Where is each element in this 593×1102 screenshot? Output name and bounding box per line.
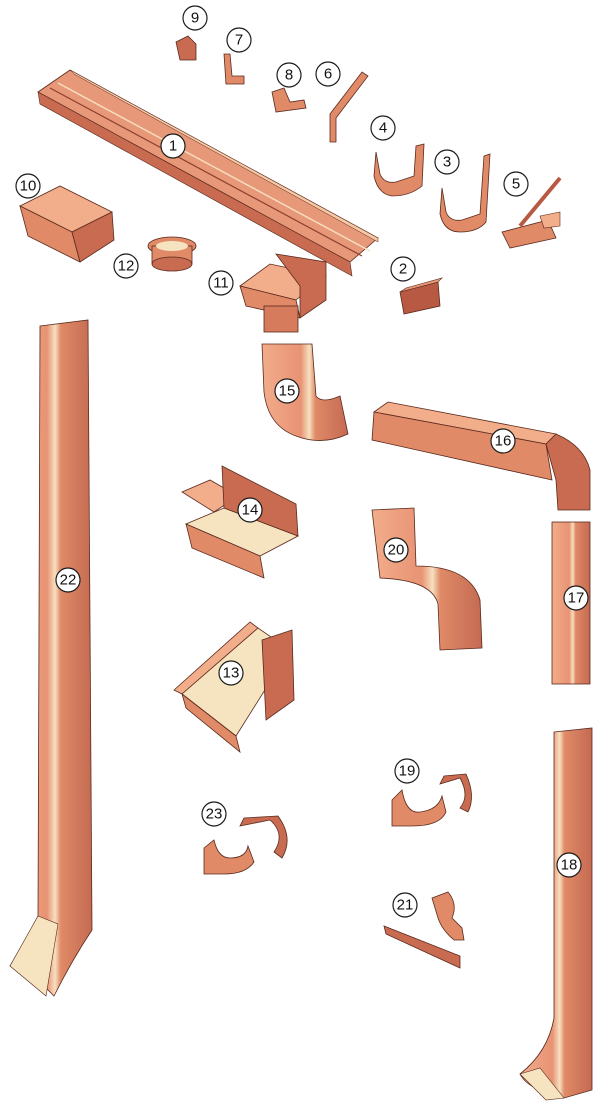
strap-hanger-part bbox=[329, 71, 369, 143]
callout-12: 12 bbox=[113, 253, 139, 279]
callout-19: 19 bbox=[394, 758, 420, 784]
callout-9: 9 bbox=[182, 5, 208, 31]
callout-21: 21 bbox=[392, 892, 418, 918]
callout-19-label: 19 bbox=[399, 763, 416, 780]
callout-7: 7 bbox=[226, 27, 252, 53]
callout-4: 4 bbox=[370, 115, 396, 141]
callout-10-label: 10 bbox=[20, 178, 37, 195]
callout-12-label: 12 bbox=[118, 258, 135, 275]
callout-16: 16 bbox=[490, 428, 516, 454]
outlet-ring-part bbox=[147, 236, 197, 272]
outside-corner-part bbox=[173, 621, 295, 754]
callout-5-label: 5 bbox=[512, 176, 520, 193]
callout-3-label: 3 bbox=[443, 154, 451, 171]
callout-4-label: 4 bbox=[379, 120, 387, 137]
small-clip-part bbox=[175, 35, 197, 61]
downspout-s-offset-part bbox=[371, 507, 483, 651]
callout-11: 11 bbox=[208, 270, 234, 296]
callout-18: 18 bbox=[556, 852, 582, 878]
callout-8: 8 bbox=[276, 62, 302, 88]
callout-10: 10 bbox=[15, 173, 41, 199]
downspout-shoe-section-part bbox=[519, 727, 593, 1101]
hanger-bracket-part bbox=[439, 153, 491, 233]
clip-part bbox=[271, 87, 307, 113]
callout-13-label: 13 bbox=[223, 665, 240, 682]
strap-with-clip-part bbox=[383, 891, 465, 969]
callout-1-label: 1 bbox=[169, 138, 177, 155]
callout-18-label: 18 bbox=[561, 857, 578, 874]
callout-22: 22 bbox=[55, 567, 81, 593]
callout-1: 1 bbox=[160, 133, 186, 159]
callout-7-label: 7 bbox=[235, 32, 243, 49]
callout-14: 14 bbox=[237, 497, 263, 523]
callout-3: 3 bbox=[434, 149, 460, 175]
callout-20-label: 20 bbox=[388, 542, 405, 559]
callout-13: 13 bbox=[218, 660, 244, 686]
callout-22-label: 22 bbox=[60, 572, 77, 589]
callout-20: 20 bbox=[383, 537, 409, 563]
callout-2-label: 2 bbox=[399, 261, 407, 278]
callout-5: 5 bbox=[503, 171, 529, 197]
callout-6: 6 bbox=[315, 61, 341, 87]
callout-17-label: 17 bbox=[568, 590, 585, 607]
outlet-part bbox=[239, 253, 327, 333]
callout-8-label: 8 bbox=[285, 67, 293, 84]
downspout-elbow-part bbox=[261, 343, 349, 441]
callout-9-label: 9 bbox=[191, 10, 199, 27]
gutter-section-part bbox=[37, 69, 379, 277]
pipe-bracket-part bbox=[391, 773, 472, 827]
downspout-long-section-part bbox=[9, 319, 93, 997]
inside-corner-part bbox=[181, 465, 299, 579]
hanger-bracket-part bbox=[373, 143, 425, 197]
gutter-end-part bbox=[19, 185, 115, 263]
pipe-bracket-part bbox=[203, 815, 288, 875]
callout-14-label: 14 bbox=[242, 502, 259, 519]
callout-17: 17 bbox=[563, 585, 589, 611]
callout-11-label: 11 bbox=[213, 275, 229, 292]
callout-16-label: 16 bbox=[495, 433, 512, 450]
callout-6-label: 6 bbox=[324, 66, 332, 83]
downspout-offset-part bbox=[371, 401, 591, 511]
strap-bracket-part bbox=[501, 176, 562, 249]
end-cap-part bbox=[399, 277, 444, 315]
callout-15-label: 15 bbox=[279, 383, 296, 400]
callout-23-label: 23 bbox=[206, 806, 223, 823]
callout-2: 2 bbox=[390, 256, 416, 282]
callout-15: 15 bbox=[274, 378, 300, 404]
callout-21-label: 21 bbox=[397, 897, 414, 914]
small-bracket-part bbox=[223, 53, 245, 85]
callout-23: 23 bbox=[201, 801, 227, 827]
